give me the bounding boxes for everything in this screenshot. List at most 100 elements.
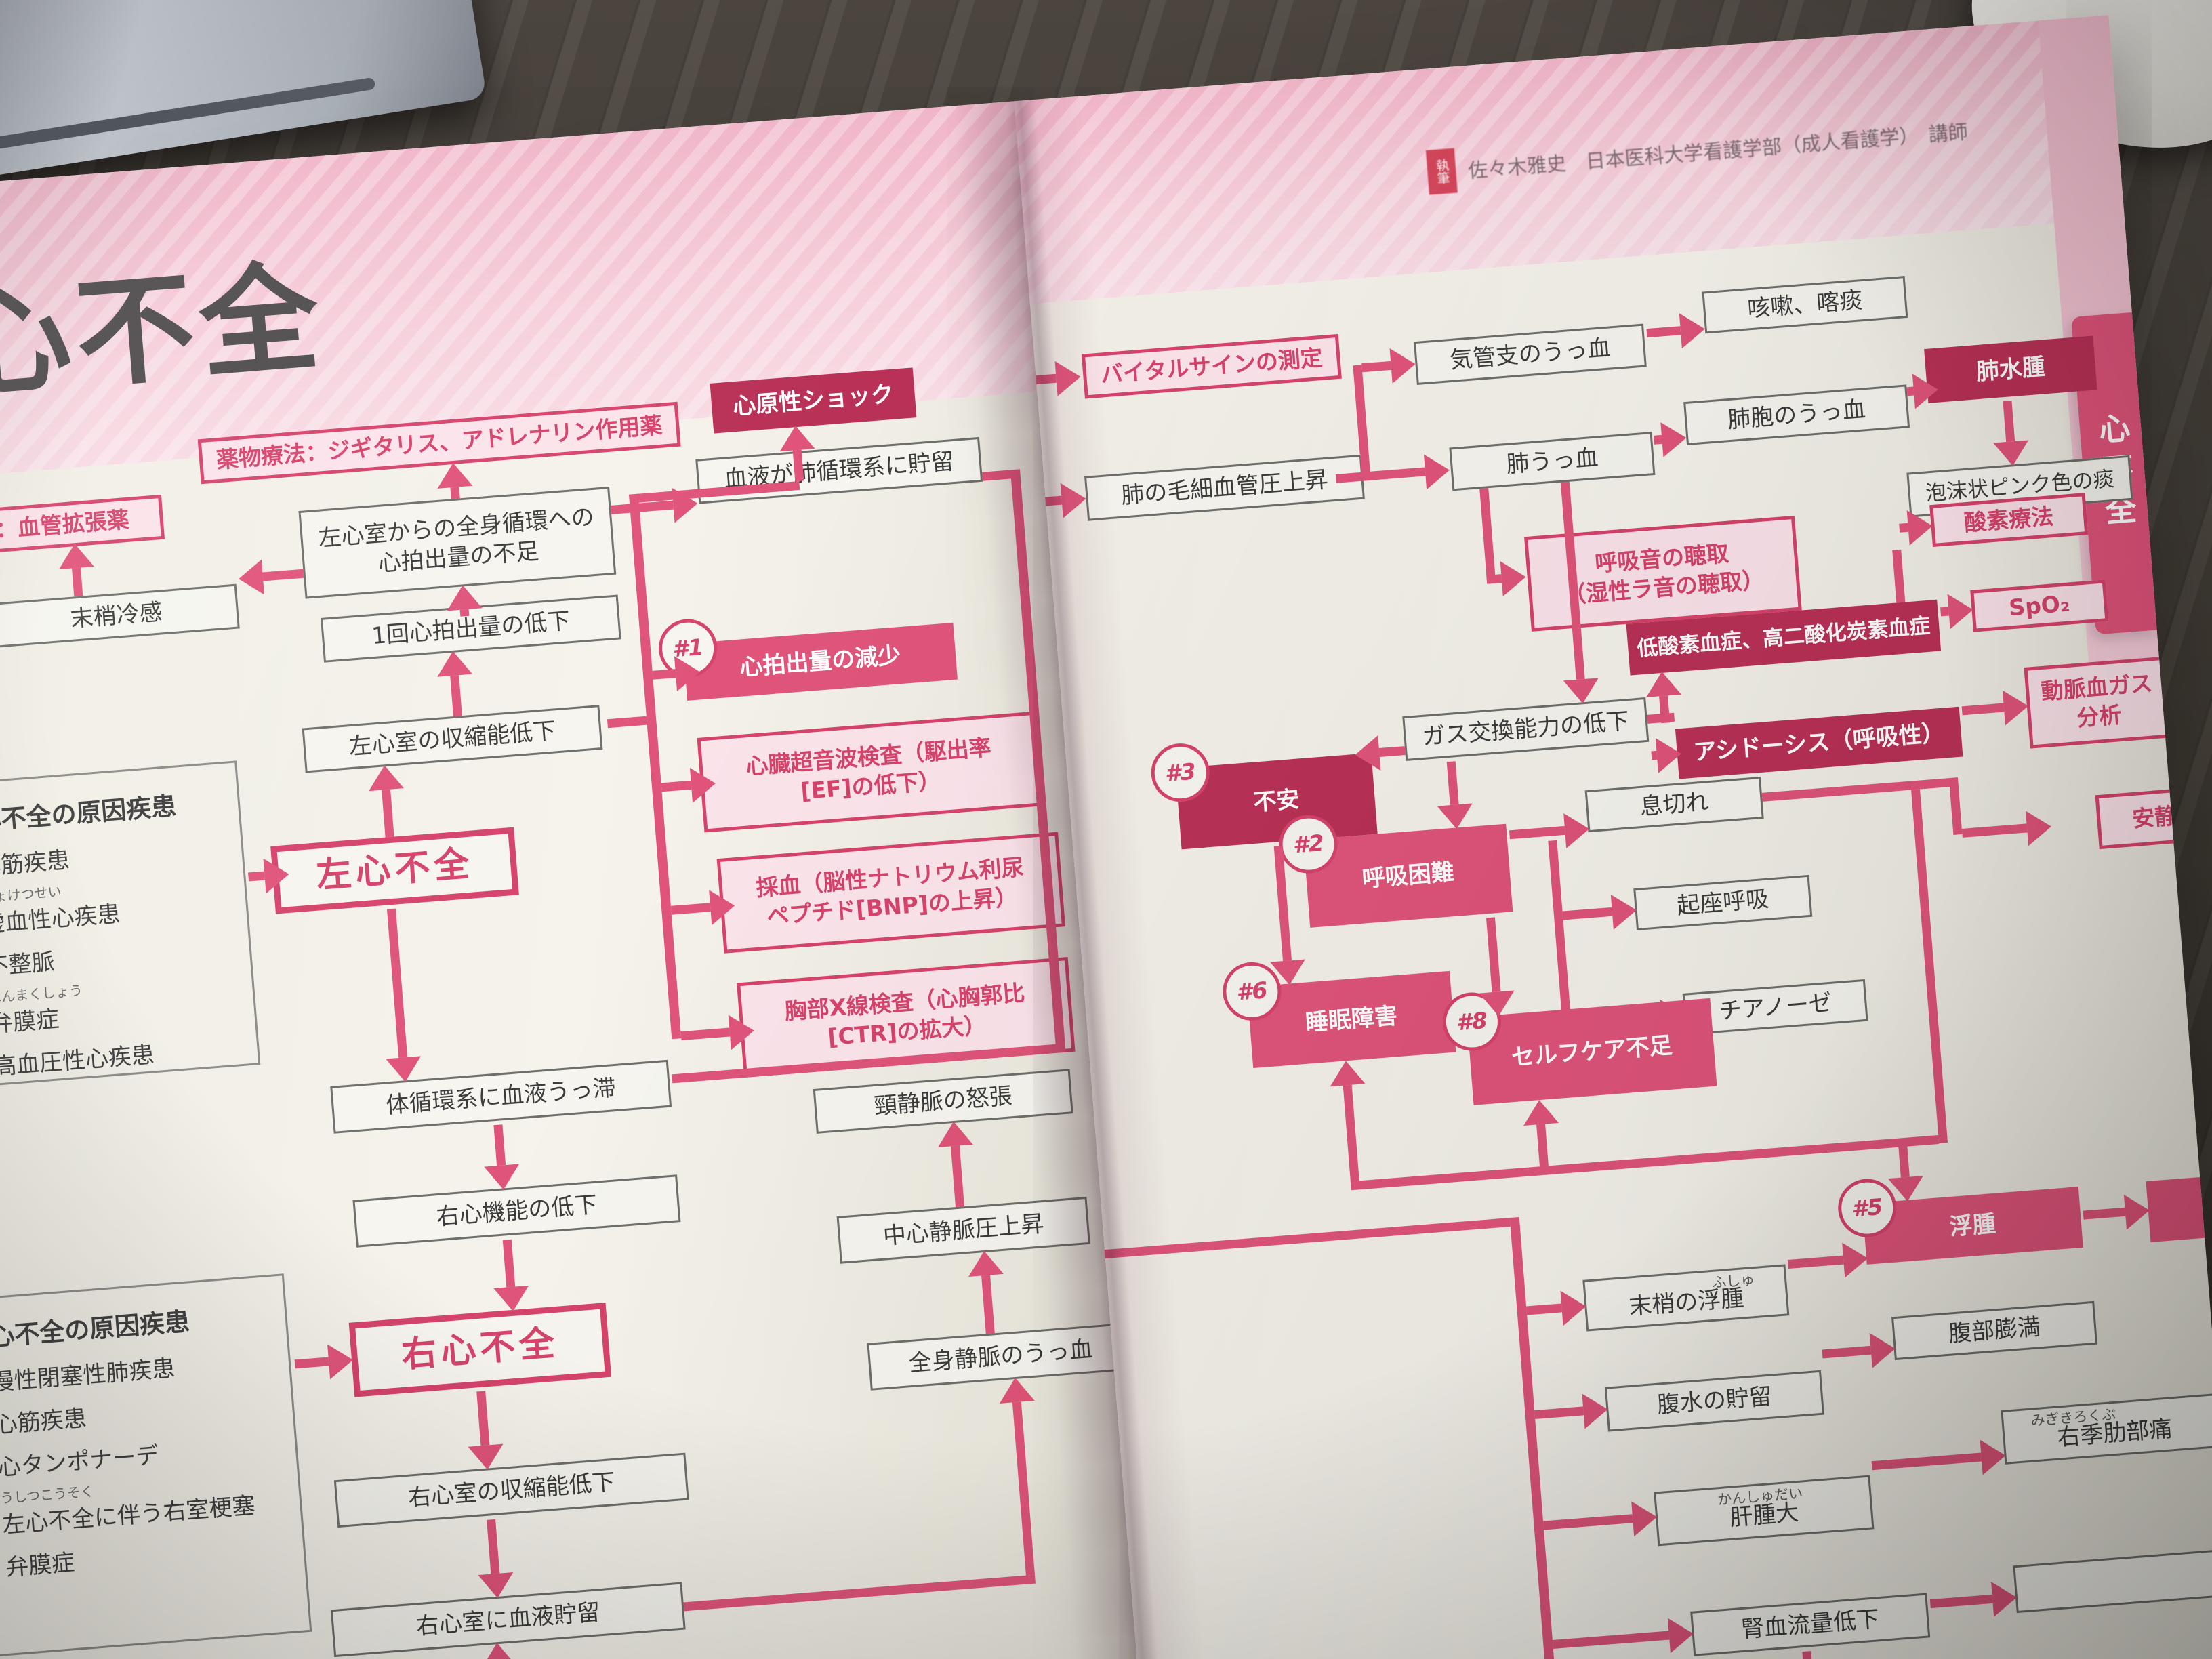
flow-line [1948,777,1963,835]
page-title: 心不全 [0,248,329,415]
flow-arrow [487,1519,500,1574]
box-cut-off [2146,1176,2212,1242]
flow-arrow [981,1275,995,1334]
box-ascites: 腹水の貯留 [1604,1370,1825,1432]
flow-arrow [1534,1406,1584,1420]
flow-arrow [1940,607,1950,617]
flow-line [1761,777,1959,802]
left-page: 心不全 薬物療法：血管拡張薬 薬物療法：ジギタリス、アドレナリン作用薬 心原性シ… [0,101,1155,1659]
box-cough-sputum: 咳嗽、喀痰 [1702,276,1908,334]
flow-arrow [652,669,676,680]
flow-line [1548,840,1573,1038]
flow-arrow [72,567,83,597]
box-dx3-anxiety: #3 不安 [1149,741,1378,850]
flow-arrow [1446,761,1459,806]
flow-line [629,493,682,1040]
credit-tag: 執筆 [1425,148,1458,195]
flow-arrow [611,500,674,514]
flow-arrow [1787,1255,1844,1269]
flow-arrow [670,903,711,915]
box-dx2-dyspnea: #2 呼吸困難 [1277,813,1513,928]
box-left-heart-failure: 左心不全 [270,827,519,914]
flow-arrow [2083,1207,2126,1220]
flow-arrow [450,675,462,717]
flow-arrow [294,1357,329,1369]
flow-arrow [1822,1345,1872,1359]
flow-arrow [1361,361,1392,373]
box-breathlessness: 息切れ [1584,777,1764,833]
box-systemic-congestion: 体循環系に血液うっ滞 [330,1059,672,1134]
panel-lhf-causes-title: 左心不全の原因疾患 [0,791,178,838]
box-ruq-pain: みぎきろくぶ 右季肋部痛 [2001,1393,2212,1465]
box-orthopnea: 起座呼吸 [1633,874,1813,931]
box-cold-extremities: 末梢冷感 [0,583,240,648]
box-respiratory-acidosis: アシドーシス（呼吸性） [1675,706,1963,779]
box-rv-contractility-decrease: 右心室の収縮能低下 [333,1452,689,1528]
box-lv-contractility-decrease: 左心室の収縮能低下 [302,705,603,773]
panel-lhf-causes: 左心不全の原因疾患 心筋疾患 きょけつせい虚血性心疾患 不整脈 べんまくしょう弁… [0,760,261,1090]
flow-arrow [950,1145,964,1208]
box-insufficient-cardiac-output: 左心室からの全身循環への心拍出量の不足 [298,486,617,599]
flow-arrow [493,1124,506,1166]
box-right-heart-failure: 右心不全 [348,1303,612,1397]
flow-arrow [1929,1594,1993,1609]
flow-arrow [1012,1401,1035,1576]
flow-line [683,1574,1036,1612]
open-book-spread: 心不全 薬物療法：血管拡張薬 薬物療法：ジギタリス、アドレナリン作用薬 心原性シ… [0,15,2212,1659]
dx3-number-badge: #3 [1149,741,1212,804]
right-page: 心不全 執筆 佐々木雅史 日本医科大学看護学部（成人看護学） 講師 バイタルサイ… [1014,15,2212,1659]
flow-arrow [1651,750,1658,760]
list-item: 心筋疾患 [0,830,222,882]
flow-line [1509,1216,1560,1659]
flow-arrow [1543,1514,1633,1530]
box-renal-blood-flow-decrease: 腎血流量低下 [1690,1593,1931,1656]
box-alveolar-congestion: 肺胞のうっ血 [1683,384,1910,446]
flow-arrow [2003,401,2015,443]
box-rest: 安静 [2095,786,2212,850]
flow-arrow [248,871,266,882]
flow-line [1479,488,1496,583]
box-cut-off [2013,1549,2212,1614]
flow-line [1892,549,1906,603]
list-item: うしつこうそく左心不全に伴う右室梗塞 [0,1470,281,1540]
box-bronchial-congestion: 気管支のうっ血 [1413,323,1647,385]
list-item: 不整脈 [0,929,230,981]
flow-arrow [262,569,304,581]
box-abdominal-distension: 腹部膨満 [1891,1300,2098,1361]
flow-arrow [1045,495,1063,506]
flow-line [1350,1166,1544,1191]
flow-arrow [1646,326,1681,338]
flow-arrow [1659,695,1671,724]
flow-arrow [502,1239,516,1288]
flow-arrow [450,487,460,499]
panel-rhf-causes: 右心不全の原因疾患 慢性閉塞性肺疾患 心筋疾患 心タンポナーデ うしつこうそく左… [0,1273,312,1659]
box-hepatomegaly: かんしゅだい 肝腫大 [1654,1475,1875,1547]
flow-arrow [1562,907,1613,920]
flow-arrow [1802,1651,1814,1659]
flow-arrow [1899,523,1909,533]
flow-arrow [1509,825,1565,840]
box-gas-exchange-decrease: ガス交換能力の低下 [1402,697,1650,761]
label-vital-signs: バイタルサインの測定 [1081,333,1342,399]
flow-arrow [1961,703,2005,716]
flow-arrow [386,908,408,1058]
flow-arrow [1906,386,1914,396]
flow-line [1911,789,1948,1144]
flow-arrow [1898,1145,1910,1178]
box-dx1-cardiac-output-decrease: #1 心拍出量の減少 [656,617,958,701]
flow-arrow [476,1391,490,1446]
flow-arrow [680,1027,731,1041]
flow-arrow [382,789,394,838]
flow-arrow [1871,1452,1982,1471]
flow-arrow [1961,823,2028,838]
flow-arrow [1343,1084,1360,1190]
box-pulmonary-congestion: 肺うっ血 [1449,432,1656,491]
laptop-slot [0,77,376,153]
flow-arrow [1378,746,1406,758]
flow-arrow [1036,373,1057,385]
list-item: きょけつせい虚血性心疾患 [0,872,226,939]
flow-line [607,716,647,729]
flow-arrow [1653,434,1662,445]
flow-arrow [1362,467,1426,481]
